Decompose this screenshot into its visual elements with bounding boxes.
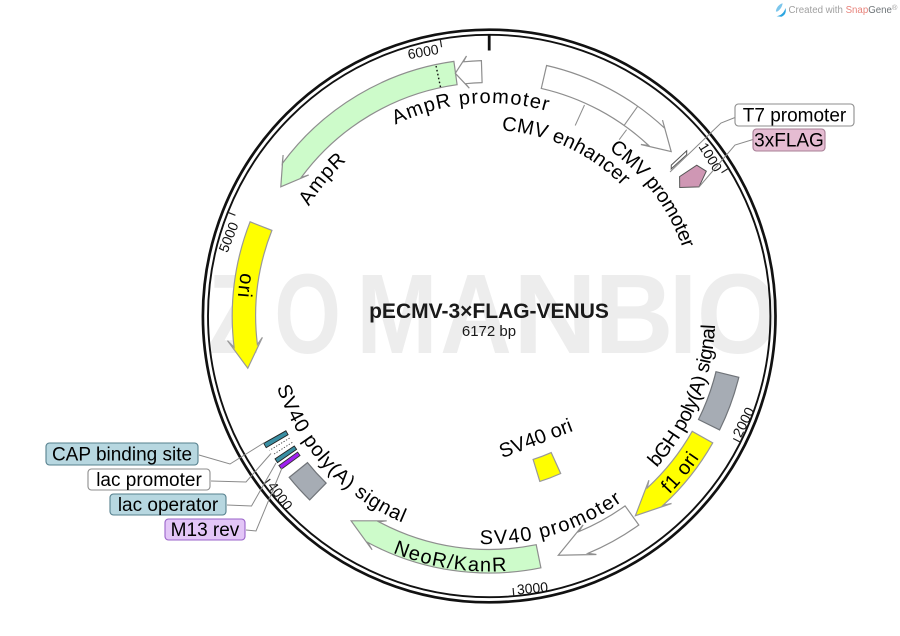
svg-text:O: O	[697, 252, 779, 378]
svg-text:T7 promoter: T7 promoter	[743, 106, 847, 127]
svg-text:CAP binding site: CAP binding site	[52, 445, 192, 466]
svg-text:6000: 6000	[406, 41, 440, 62]
svg-text:3xFLAG: 3xFLAG	[754, 131, 824, 152]
svg-text:3000: 3000	[516, 579, 549, 598]
svg-text:A: A	[440, 251, 512, 377]
svg-text:lac operator: lac operator	[118, 495, 219, 516]
svg-text:I: I	[669, 250, 697, 377]
svg-text:pECMV-3×FLAG-VENUS: pECMV-3×FLAG-VENUS	[369, 300, 609, 323]
svg-text:M: M	[356, 251, 437, 377]
svg-text:O: O	[274, 252, 341, 378]
svg-text:Created with SnapGene®: Created with SnapGene®	[789, 3, 898, 16]
svg-text:ori: ori	[233, 272, 258, 300]
svg-text:M13 rev: M13 rev	[171, 520, 240, 541]
svg-text:lac promoter: lac promoter	[96, 470, 202, 491]
svg-text:6172 bp: 6172 bp	[462, 323, 516, 340]
svg-text:B: B	[595, 250, 674, 377]
svg-text:N: N	[513, 251, 597, 377]
